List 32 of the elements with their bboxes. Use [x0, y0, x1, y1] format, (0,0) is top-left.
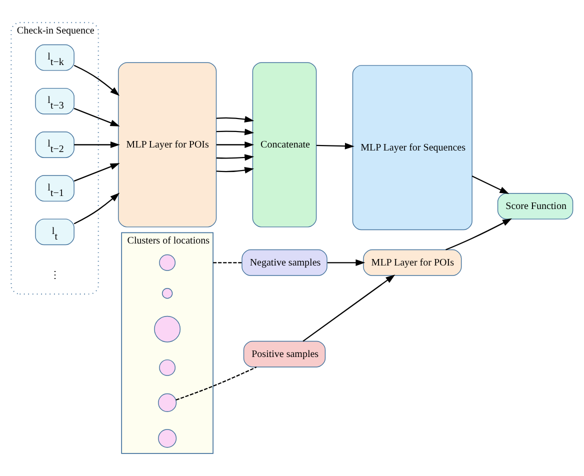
label: ⋮ — [50, 270, 60, 282]
node-box: MLP Layer for POIs — [363, 249, 462, 276]
arrow — [216, 167, 254, 174]
arrow — [327, 259, 366, 266]
arrow — [472, 176, 510, 194]
node-circle — [159, 359, 176, 376]
arrow — [216, 141, 254, 148]
arrow — [446, 218, 512, 250]
arrow — [316, 142, 354, 150]
node-box: Negative samples — [242, 249, 328, 276]
node-box: Score Function — [497, 192, 574, 220]
node-circle — [154, 316, 181, 342]
node-circle — [158, 393, 177, 412]
arrow — [74, 64, 120, 96]
node-box: Concatenate — [252, 62, 317, 228]
node-box: Positive samples — [243, 340, 326, 368]
arrow — [216, 154, 254, 161]
node-circle — [162, 288, 173, 299]
arrow — [216, 116, 254, 123]
connector — [213, 262, 242, 264]
arrow — [302, 274, 396, 342]
arrow — [216, 128, 254, 136]
node-circle — [158, 429, 177, 448]
node-box: MLP Layer for Sequences — [352, 65, 472, 230]
connector — [176, 366, 257, 400]
node-box: MLP Layer for POIs — [118, 62, 217, 228]
node-circle — [159, 254, 176, 271]
arrow — [74, 192, 120, 224]
arrow — [74, 141, 120, 148]
cluster: Clusters of locations — [121, 232, 214, 454]
arrow — [74, 108, 120, 126]
arrow — [74, 163, 120, 182]
